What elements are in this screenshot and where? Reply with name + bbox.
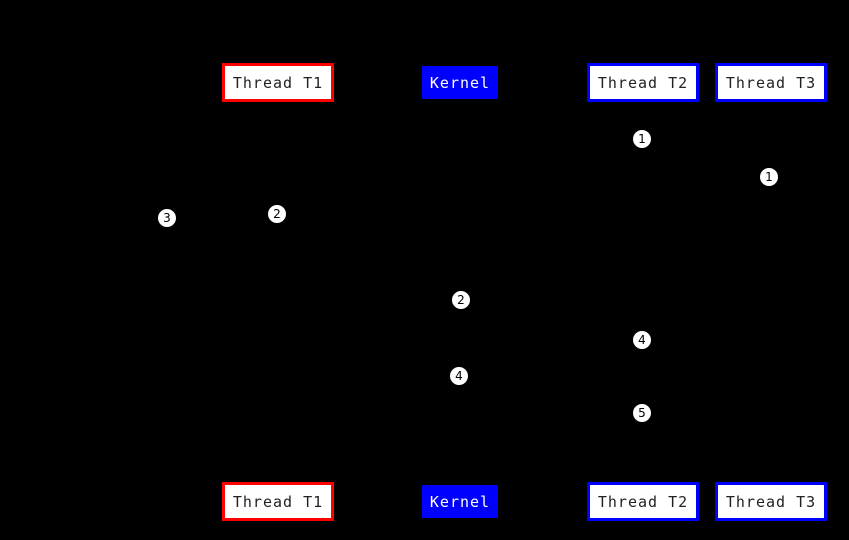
- kernel-label-bottom: Kernel: [429, 492, 491, 511]
- step-marker-label: 3: [163, 211, 171, 225]
- thread-t1-box-top: Thread T1: [222, 63, 334, 102]
- step-marker-1-under-thread-t2: 1: [632, 129, 652, 149]
- step-marker-5-near-thread-t2: 5: [632, 403, 652, 423]
- kernel-box-bottom: Kernel: [422, 485, 498, 518]
- step-marker-label: 2: [273, 207, 281, 221]
- step-marker-2-near-kernel: 2: [451, 290, 471, 310]
- thread-t2-label-bottom: Thread T2: [597, 492, 689, 511]
- step-marker-label: 2: [457, 293, 465, 307]
- step-marker-label: 4: [455, 369, 463, 383]
- step-marker-label: 4: [638, 333, 646, 347]
- thread-t3-box-bottom: Thread T3: [715, 482, 827, 521]
- step-marker-1-under-thread-t3: 1: [759, 167, 779, 187]
- thread-t2-box-bottom: Thread T2: [587, 482, 699, 521]
- thread-t3-box-top: Thread T3: [715, 63, 827, 102]
- thread-t1-box-bottom: Thread T1: [222, 482, 334, 521]
- step-marker-3-left: 3: [157, 208, 177, 228]
- step-marker-4-near-thread-t2: 4: [632, 330, 652, 350]
- thread-t1-label-top: Thread T1: [232, 73, 324, 92]
- step-marker-label: 1: [765, 170, 773, 184]
- thread-t1-label-bottom: Thread T1: [232, 492, 324, 511]
- thread-t3-label-bottom: Thread T3: [725, 492, 817, 511]
- thread-t2-box-top: Thread T2: [587, 63, 699, 102]
- kernel-label-top: Kernel: [429, 73, 491, 92]
- thread-t2-label-top: Thread T2: [597, 73, 689, 92]
- step-marker-4-near-kernel: 4: [449, 366, 469, 386]
- step-marker-label: 1: [638, 132, 646, 146]
- step-marker-2-near-thread-t1: 2: [267, 204, 287, 224]
- step-marker-label: 5: [638, 406, 646, 420]
- kernel-box-top: Kernel: [422, 66, 498, 99]
- thread-t3-label-top: Thread T3: [725, 73, 817, 92]
